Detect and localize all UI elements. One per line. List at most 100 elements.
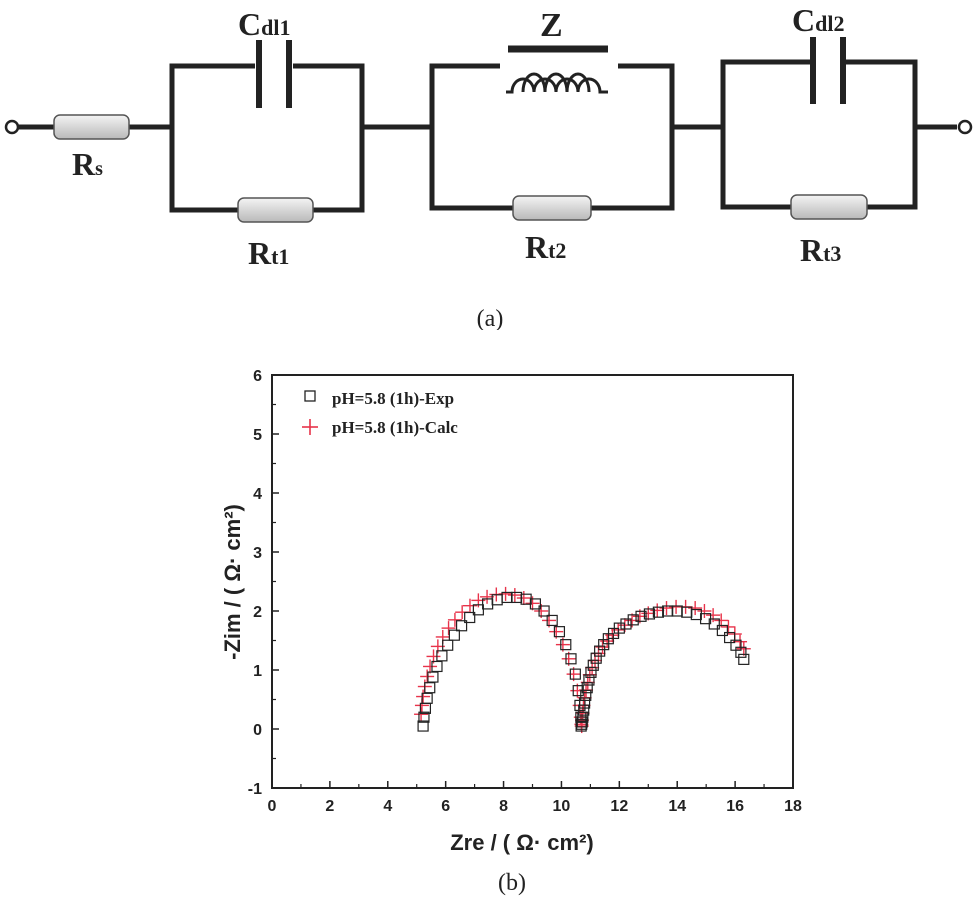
exp-point [583, 674, 595, 686]
exp-point [738, 653, 750, 665]
exp-point [442, 639, 454, 651]
x-tick-label: 2 [325, 798, 334, 815]
calc-point [516, 591, 531, 606]
exp-point [464, 611, 476, 624]
exp-point [565, 653, 577, 665]
equivalent-circuit-diagram: Rs Cdl1 Z Cdl2 Rt1 Rt2 Rt3 (a) [4, 2, 973, 330]
exp-point [613, 622, 625, 634]
exp-point [427, 671, 439, 683]
exp-point [431, 660, 443, 673]
legend-label-calc: pH=5.8 (1h)-Calc [332, 418, 458, 437]
calc-point [423, 659, 438, 674]
calc-point [507, 588, 522, 603]
label-rt2: Rt2 [525, 229, 566, 265]
exp-point [581, 682, 593, 694]
exp-point [578, 697, 591, 709]
calc-point [420, 669, 435, 684]
calc-point [650, 603, 665, 618]
exp-point [424, 682, 436, 694]
calc-point [697, 604, 712, 618]
capacitor-cdl1 [256, 40, 292, 108]
calc-point [441, 621, 456, 636]
resistor-rt2 [512, 195, 592, 221]
x-axis-label: Zre / ( Ω· cm²) [450, 830, 594, 855]
x-tick-label: 18 [784, 798, 802, 815]
calc-point [416, 689, 431, 704]
label-rt1: Rt1 [248, 235, 289, 271]
calc-point [688, 601, 703, 616]
exp-point [553, 626, 566, 638]
calc-point [447, 612, 462, 627]
exp-point [455, 620, 468, 632]
legend-marker-calc [302, 419, 318, 435]
y-tick-label: 3 [253, 545, 262, 562]
output-terminal [957, 119, 973, 135]
calc-point [721, 619, 736, 634]
caption-a: (a) [477, 306, 504, 330]
x-tick-label: 4 [383, 798, 392, 815]
axis-ticks [271, 374, 794, 789]
resistor-rt1 [237, 197, 314, 223]
exp-point [546, 614, 558, 627]
input-terminal [4, 119, 20, 135]
exp-point [577, 711, 589, 723]
legend: pH=5.8 (1h)-Exp pH=5.8 (1h)-Calc [302, 389, 458, 437]
exp-point [620, 618, 632, 630]
y-tick-label: 1 [253, 663, 262, 680]
exp-point [724, 631, 736, 644]
calc-point [706, 608, 721, 623]
x-tick-label: 0 [268, 798, 277, 815]
exp-point [472, 604, 484, 616]
caption-b: (b) [498, 870, 526, 896]
inductor-z [506, 45, 608, 94]
resistor-rs [53, 114, 130, 140]
label-rt3: Rt3 [800, 232, 841, 268]
calc-point [462, 598, 477, 613]
exp-point [627, 614, 639, 626]
exp-point [569, 668, 581, 680]
exp-point [643, 608, 656, 620]
calc-point [733, 634, 748, 649]
exp-point [421, 692, 433, 704]
y-tick-label: 4 [253, 486, 262, 503]
exp-point [580, 689, 592, 701]
x-tick-label: 16 [726, 798, 744, 815]
y-tick-label: -1 [248, 781, 262, 798]
calc-point [498, 586, 513, 601]
calc-point [414, 707, 429, 722]
x-tick-label: 10 [553, 798, 571, 815]
exp-point [436, 650, 448, 662]
exp-point [585, 666, 597, 678]
legend-marker-exp [304, 390, 316, 402]
circuit-wires [18, 59, 957, 213]
exp-point [538, 605, 550, 617]
y-axis-label: -Zim / ( Ω· cm²) [220, 504, 245, 660]
exp-point [635, 610, 647, 622]
exp-point [690, 608, 702, 621]
legend-label-exp: pH=5.8 (1h)-Exp [332, 389, 454, 408]
resistor-rt3 [790, 194, 868, 220]
exp-point [560, 639, 572, 651]
y-tick-label: 6 [253, 368, 262, 385]
exp-point [417, 720, 429, 732]
calc-point [659, 601, 674, 616]
x-tick-label: 6 [441, 798, 450, 815]
exp-point [448, 629, 460, 641]
exp-point [590, 652, 602, 664]
exp-point [578, 704, 590, 716]
x-tick-label: 12 [610, 798, 628, 815]
data-marks [414, 586, 751, 734]
capacitor-cdl2 [810, 37, 846, 104]
y-tick-label: 2 [253, 604, 262, 621]
label-z: Z [540, 7, 563, 44]
exp-point [652, 606, 665, 618]
label-rs: Rs [72, 146, 103, 182]
exp-point [587, 659, 599, 671]
x-tick-label: 14 [668, 798, 686, 815]
exp-point [708, 618, 720, 630]
exp-point [418, 711, 430, 723]
x-tick-label: 8 [499, 798, 508, 815]
exp-point [716, 624, 728, 637]
